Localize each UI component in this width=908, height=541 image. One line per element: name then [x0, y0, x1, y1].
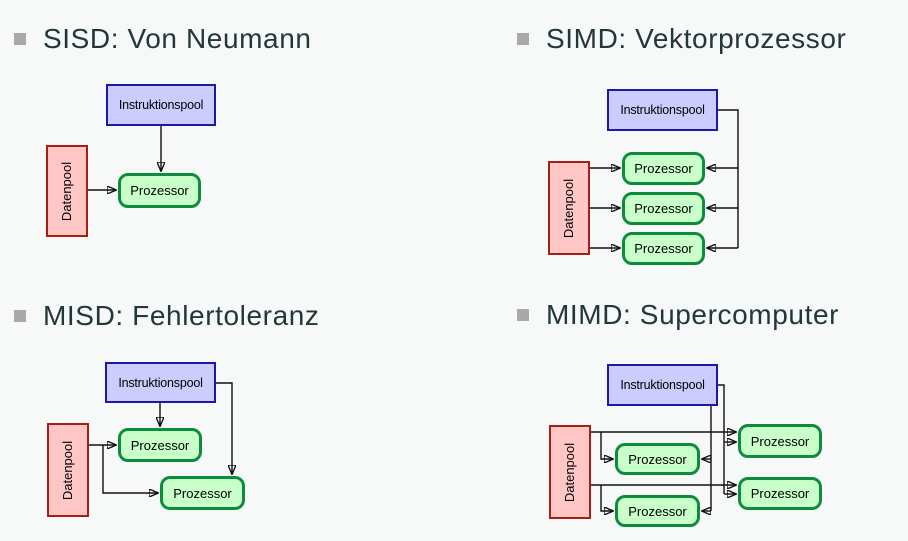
arrow-data-to-mid-processor-2 — [600, 485, 613, 511]
heading-misd-title: MISD: Fehlertoleranz — [43, 300, 320, 331]
sisd-processor-box: Prozessor — [118, 173, 201, 208]
heading-simd-title: SIMD: Vektorprozessor — [546, 23, 847, 54]
instruction-pool-label: Instruktionspool — [620, 378, 705, 392]
bullet-square-icon — [14, 33, 26, 45]
mimd-data-pool-box: Datenpool — [549, 425, 591, 519]
processor-label: Prozessor — [628, 503, 687, 519]
processor-label: Prozessor — [750, 433, 810, 449]
heading-simd: SIMD: Vektorprozessor — [517, 23, 846, 55]
heading-mimd: MIMD: Supercomputer — [517, 299, 839, 331]
mimd-processor-box-right-1: Prozessor — [738, 424, 822, 458]
instruction-pool-label: Instruktionspool — [620, 103, 705, 117]
simd-data-pool-box: Datenpool — [548, 161, 590, 255]
misd-instruction-pool-box: Instruktionspool — [105, 362, 216, 403]
heading-mimd-title: MIMD: Supercomputer — [546, 299, 840, 330]
processor-label: Prozessor — [130, 183, 189, 198]
heading-sisd-title: SISD: Von Neumann — [43, 23, 312, 54]
bullet-square-icon — [14, 310, 26, 322]
processor-label: Prozessor — [634, 161, 693, 176]
processor-label: Prozessor — [634, 201, 693, 216]
sisd-data-pool-box: Datenpool — [46, 145, 88, 237]
heading-sisd: SISD: Von Neumann — [14, 23, 312, 55]
sisd-instruction-pool-box: Instruktionspool — [106, 84, 216, 126]
processor-label: Prozessor — [628, 451, 687, 467]
simd-instruction-pool-box: Instruktionspool — [607, 89, 718, 131]
data-pool-label: Datenpool — [561, 178, 577, 238]
data-pool-label: Datenpool — [562, 442, 578, 502]
arrow-instr-to-processor-2 — [216, 382, 232, 474]
processor-label: Prozessor — [750, 486, 810, 501]
mimd-processor-box-mid-2: Prozessor — [615, 495, 700, 527]
mimd-processor-box-mid-1: Prozessor — [615, 443, 700, 475]
bullet-square-icon — [517, 33, 529, 45]
simd-processor-box-2: Prozessor — [622, 192, 705, 225]
simd-processor-box-3: Prozessor — [622, 232, 705, 265]
heading-misd: MISD: Fehlertoleranz — [14, 300, 320, 332]
instruction-pool-label: Instruktionspool — [118, 375, 203, 390]
instr-bus-line — [718, 109, 739, 248]
data-pool-label: Datenpool — [59, 161, 75, 221]
mimd-instruction-pool-box: Instruktionspool — [607, 364, 718, 406]
data-pool-label: Datenpool — [60, 440, 76, 500]
arrow-data-to-mid-processor-1 — [600, 432, 613, 459]
instruction-pool-label: Instruktionspool — [118, 98, 204, 112]
misd-data-pool-box: Datenpool — [47, 423, 89, 517]
bullet-square-icon — [517, 309, 529, 321]
instr-bus-line-right — [718, 384, 725, 494]
mimd-processor-box-right-2: Prozessor — [738, 477, 822, 510]
misd-processor-box-1: Prozessor — [118, 428, 202, 462]
simd-processor-box-1: Prozessor — [622, 152, 705, 185]
processor-label: Prozessor — [130, 437, 190, 453]
misd-processor-box-2: Prozessor — [160, 476, 245, 510]
processor-label: Prozessor — [173, 485, 232, 501]
processor-label: Prozessor — [634, 241, 693, 256]
